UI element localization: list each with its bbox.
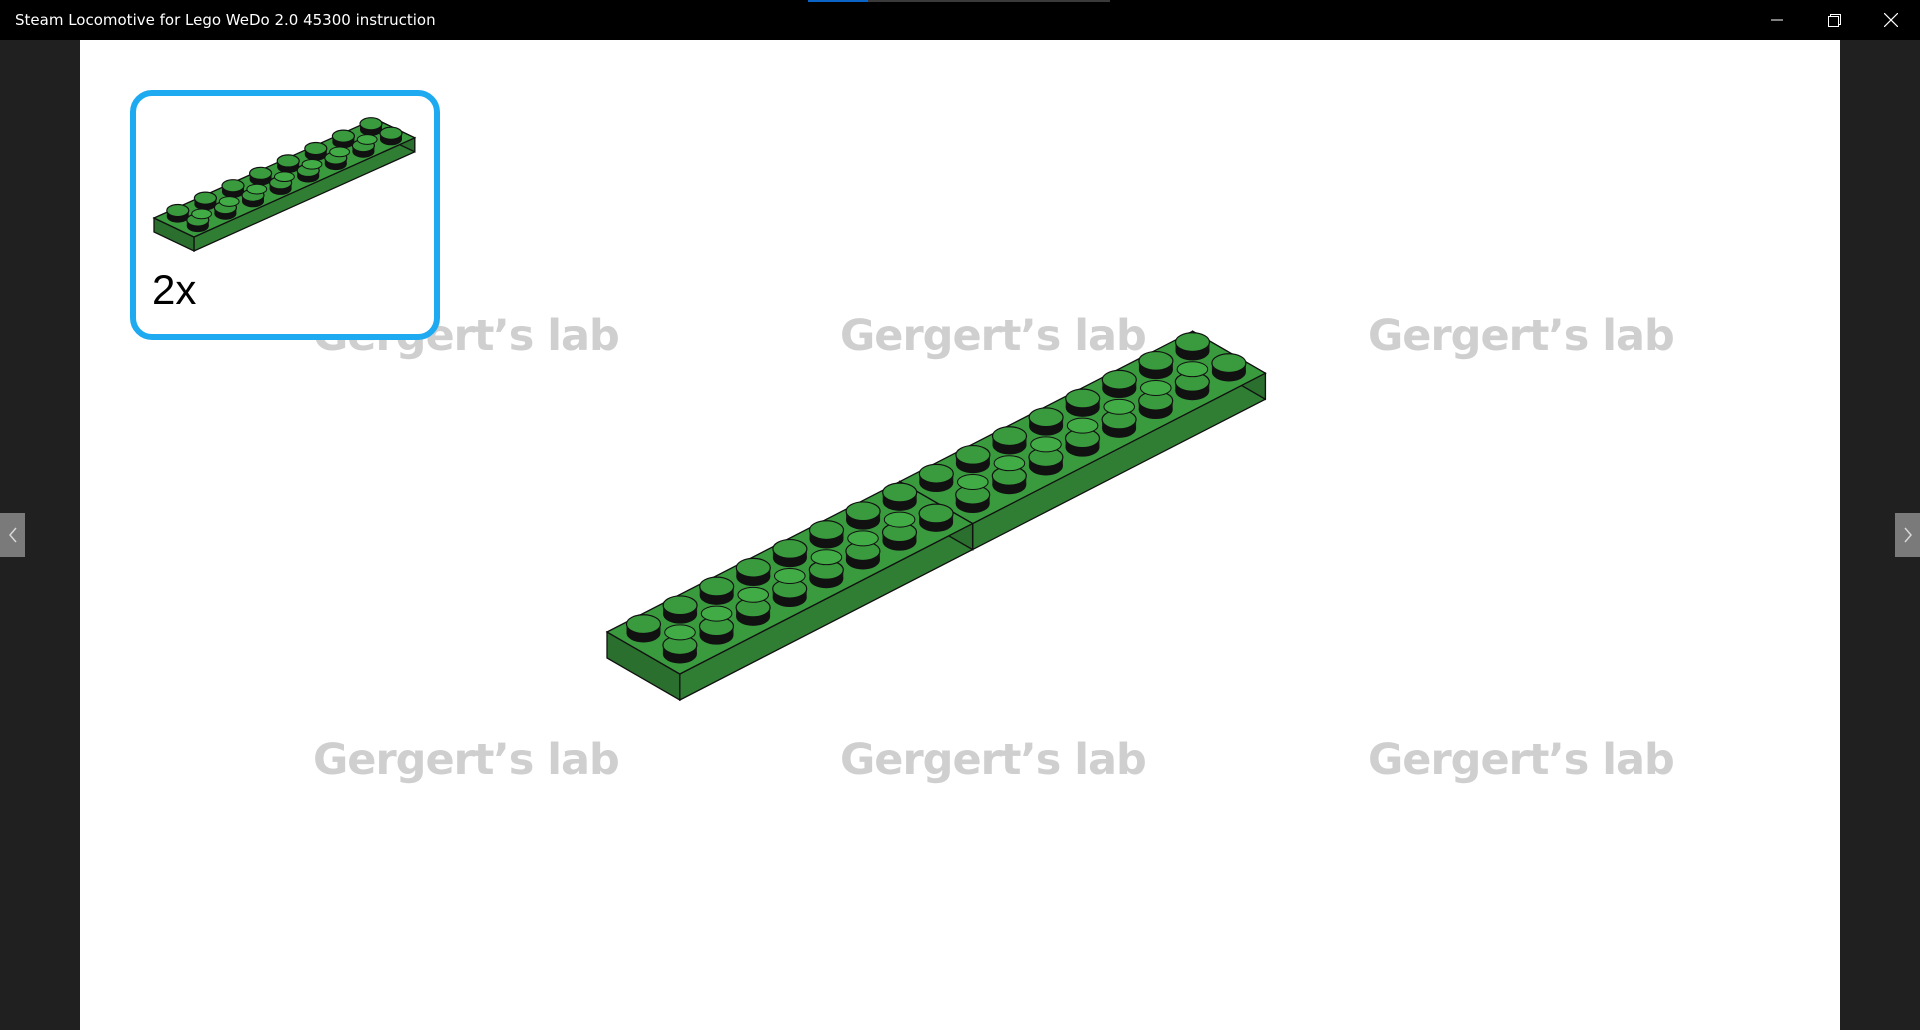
- stud: [991, 426, 1028, 455]
- stud: [1138, 350, 1174, 380]
- stud: [1101, 409, 1137, 438]
- stud: [625, 614, 662, 643]
- title-bar: Steam Locomotive for Lego WeDo 2.0 45300…: [0, 0, 1920, 40]
- stud: [735, 557, 771, 587]
- restore-icon: [1827, 13, 1841, 27]
- stud: [808, 520, 845, 549]
- stud: [276, 154, 300, 173]
- stud: [772, 538, 808, 568]
- plate-tube: [993, 455, 1026, 472]
- restore-button[interactable]: [1805, 0, 1863, 40]
- plate-tube: [301, 158, 323, 170]
- chevron-left-icon: [8, 527, 17, 543]
- stud: [248, 166, 273, 186]
- page-progress-fill: [808, 0, 869, 2]
- part-quantity: 2x: [152, 266, 197, 313]
- stud: [331, 129, 355, 149]
- green-plate-2x8-part: [152, 117, 417, 253]
- watermark: Gergert’s lab: [1368, 311, 1675, 361]
- stud: [304, 141, 328, 161]
- stud: [845, 541, 881, 570]
- stud: [1065, 388, 1101, 417]
- stud: [1174, 371, 1210, 401]
- plate-tube: [1030, 436, 1062, 453]
- stud: [918, 463, 954, 493]
- page-progress-bar: [808, 0, 1110, 2]
- plate-tube: [883, 511, 916, 528]
- stud: [1028, 447, 1064, 476]
- plate-tube: [356, 134, 378, 145]
- plate-tube: [774, 568, 806, 584]
- plate-tube: [1103, 398, 1135, 415]
- watermark: Gergert’s lab: [840, 311, 1147, 361]
- stud: [1028, 407, 1064, 436]
- previous-page-button[interactable]: [0, 513, 25, 557]
- stud: [699, 576, 735, 605]
- stud: [918, 503, 954, 532]
- stud: [991, 465, 1027, 495]
- close-button[interactable]: [1862, 0, 1920, 40]
- plate-tube: [700, 605, 733, 622]
- stud: [1211, 353, 1247, 382]
- stud: [1174, 332, 1211, 361]
- stud: [881, 522, 918, 551]
- watermark: Gergert’s lab: [1368, 735, 1675, 785]
- plate-tube: [810, 549, 843, 566]
- close-icon: [1884, 13, 1898, 27]
- stud: [1101, 369, 1137, 399]
- stud: [662, 595, 698, 624]
- plate-tube: [957, 474, 989, 490]
- plate-tube: [274, 171, 295, 183]
- instruction-page: Gergert’s lab Gergert’s lab Gergert’s la…: [80, 40, 1840, 1030]
- stud: [955, 484, 991, 514]
- next-page-button[interactable]: [1895, 513, 1920, 557]
- plate-tube: [1140, 380, 1172, 396]
- stud: [772, 578, 808, 608]
- stud: [698, 616, 735, 645]
- stud: [221, 179, 245, 198]
- parts-callout: 2x: [130, 90, 440, 340]
- stud: [808, 559, 844, 589]
- plate-tube: [847, 530, 879, 547]
- plate-tube: [329, 146, 351, 158]
- window-title: Steam Locomotive for Lego WeDo 2.0 45300…: [15, 11, 436, 29]
- plate-tube: [664, 624, 696, 641]
- watermark: Gergert’s lab: [313, 735, 620, 785]
- plate-tube: [1066, 417, 1099, 434]
- stud: [845, 501, 881, 530]
- chevron-right-icon: [1903, 527, 1912, 543]
- plate-tube: [191, 208, 212, 220]
- plate-tube: [1176, 361, 1209, 378]
- stud: [882, 482, 918, 511]
- minimize-icon: [1771, 19, 1783, 21]
- stud: [359, 117, 383, 136]
- plate-tube: [218, 196, 240, 207]
- plate-tube: [246, 183, 268, 195]
- minimize-button[interactable]: [1748, 0, 1806, 40]
- assembled-plates-illustration: [605, 330, 1267, 702]
- watermark: Gergert’s lab: [840, 735, 1147, 785]
- stud: [662, 635, 698, 664]
- stud: [1138, 390, 1174, 420]
- stud: [955, 444, 991, 474]
- stud: [166, 203, 190, 223]
- stud: [193, 191, 218, 211]
- stud: [379, 126, 403, 146]
- plate-tube: [737, 586, 770, 603]
